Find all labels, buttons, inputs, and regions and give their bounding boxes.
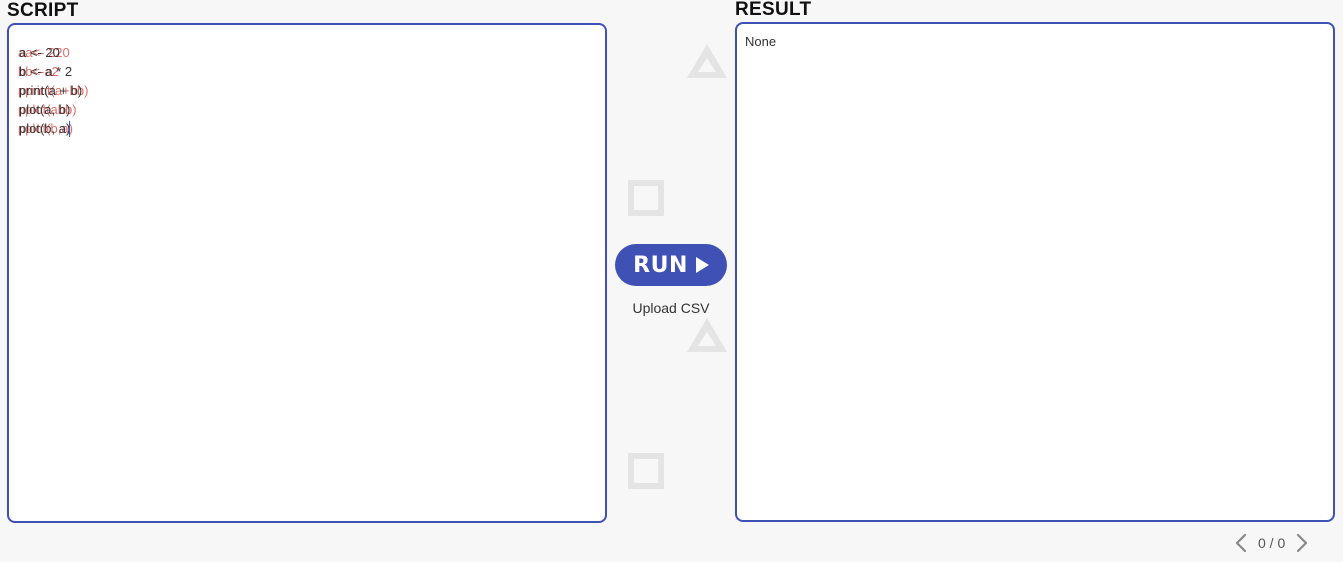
code-line-ghost: pplot(abb) <box>18 102 77 117</box>
code-line-text: plot(b, a) <box>19 121 71 136</box>
code-line-ghost: pprint(a+bb) <box>18 83 89 98</box>
prev-page-button[interactable] <box>1228 530 1254 556</box>
code-line[interactable]: pplot(abb) plot(a, b) <box>18 100 77 119</box>
code-line-text: print(a + b) <box>19 83 83 98</box>
chevron-left-icon <box>1235 533 1247 553</box>
triangle-decoration-icon <box>687 318 727 352</box>
page-counter: 0 / 0 <box>1258 535 1286 551</box>
result-title: RESULT <box>735 0 812 20</box>
code-line-ghost: bb<-a2 <box>18 64 59 79</box>
code-line-text: a <- 20 <box>19 45 60 60</box>
result-pager: 0 / 0 <box>1228 530 1315 556</box>
next-page-button[interactable] <box>1289 530 1315 556</box>
script-title: SCRIPT <box>7 0 79 21</box>
square-decoration-icon <box>628 453 664 489</box>
result-output: None <box>745 34 777 49</box>
chevron-right-icon <box>1297 533 1308 553</box>
code-line-ghost: pplot(b,a) <box>18 121 73 136</box>
result-panel: None <box>735 22 1335 522</box>
code-area[interactable]: aa<- 220 a <- 20 bb<-a2 b <- a * 2 pprin… <box>18 43 88 138</box>
upload-csv-button[interactable]: Upload CSV <box>632 300 710 316</box>
script-editor[interactable]: aa<- 220 a <- 20 bb<-a2 b <- a * 2 pprin… <box>7 23 607 523</box>
code-line-text: b <- a * 2 <box>19 64 73 79</box>
code-line[interactable]: pprint(a+bb) print(a + b) <box>18 81 88 100</box>
square-decoration-icon <box>628 180 664 216</box>
code-line-text: plot(a, b) <box>19 102 71 117</box>
run-label: RUN <box>633 252 688 278</box>
run-button[interactable]: RUN <box>615 244 727 286</box>
play-icon <box>695 257 709 273</box>
code-line-ghost: aa<- 220 <box>18 45 70 60</box>
text-caret <box>69 121 70 137</box>
triangle-decoration-icon <box>687 44 727 78</box>
code-line[interactable]: pplot(b,a) plot(b, a) <box>18 119 73 138</box>
code-line[interactable]: bb<-a2 b <- a * 2 <box>18 62 72 81</box>
code-line[interactable]: aa<- 220 a <- 20 <box>18 43 70 62</box>
